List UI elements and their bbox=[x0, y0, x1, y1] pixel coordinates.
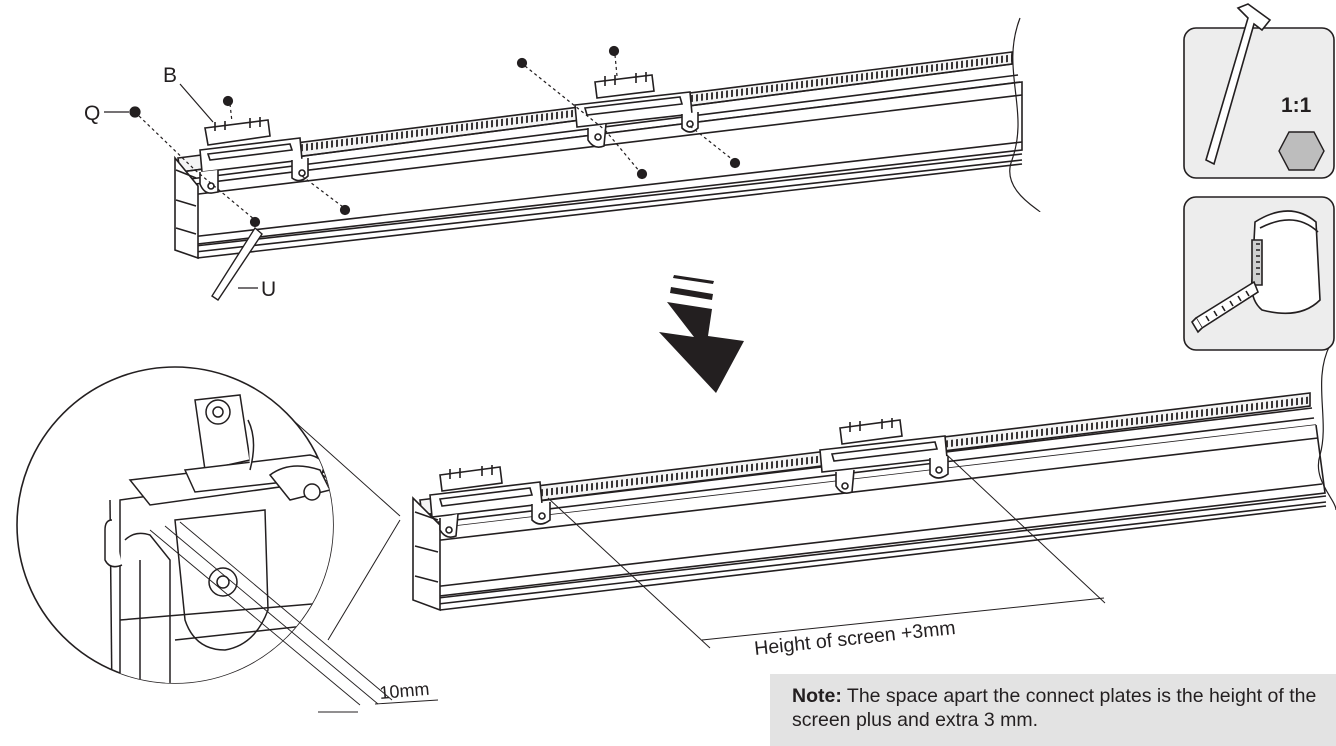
tool-panel-hex-key: 1:1 bbox=[1183, 3, 1335, 179]
bottom-rail bbox=[412, 344, 1336, 612]
label-b: B bbox=[163, 64, 177, 87]
label-q: Q bbox=[84, 102, 100, 125]
note-box: Note: The space apart the connect plates… bbox=[770, 674, 1336, 746]
label-leaders bbox=[104, 83, 258, 289]
tape-measure-icon bbox=[1190, 210, 1321, 334]
bottom-plate-left bbox=[429, 465, 551, 538]
hex-key-icon bbox=[1205, 3, 1272, 166]
height-dimension-lines bbox=[547, 454, 1106, 649]
offset-dimension-label: 10mm bbox=[379, 679, 431, 703]
height-dimension-label: Height of screen +3mm bbox=[753, 617, 956, 660]
down-arrow-icon bbox=[659, 275, 744, 393]
note-text: The space apart the connect plates is th… bbox=[792, 685, 1317, 731]
tool-panel-tape-measure bbox=[1183, 196, 1335, 351]
label-u: U bbox=[261, 278, 276, 301]
connect-plate-middle bbox=[574, 72, 699, 148]
note-title: Note: bbox=[792, 685, 842, 707]
hexagon-icon bbox=[1278, 131, 1325, 171]
top-rail bbox=[174, 17, 1041, 260]
connect-plate-left bbox=[199, 117, 309, 194]
scale-label: 1:1 bbox=[1281, 94, 1312, 117]
screws-top bbox=[129, 45, 741, 228]
hex-key-top bbox=[211, 226, 263, 301]
detail-callout bbox=[16, 366, 439, 713]
bottom-plate-right bbox=[819, 418, 949, 494]
